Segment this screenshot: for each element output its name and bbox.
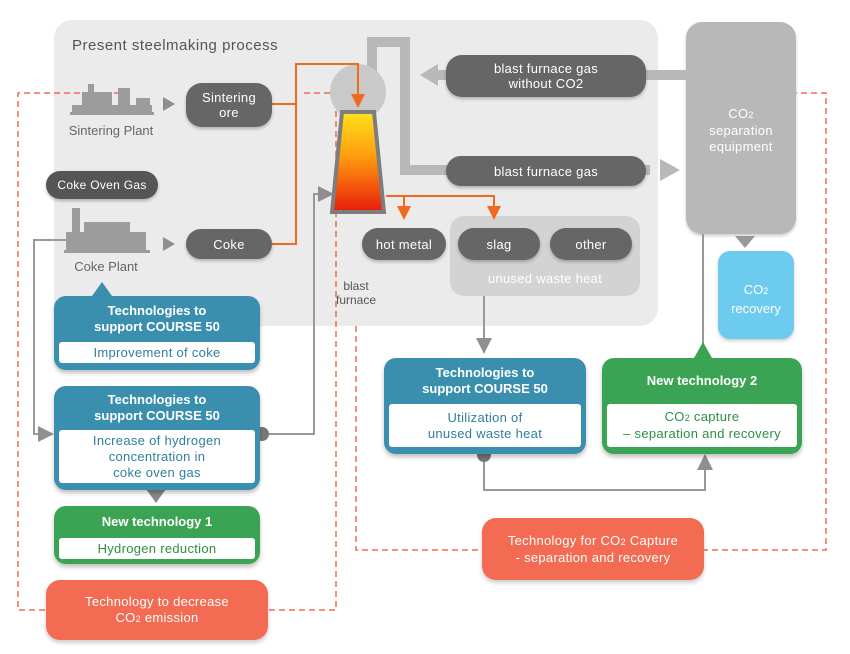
coke-pill: Coke: [186, 229, 272, 259]
capture-group-outline: [355, 92, 827, 551]
unused-waste-heat-label: unused waste heat: [487, 271, 603, 286]
bfg-arrowhead: [660, 159, 680, 181]
slag-pill: slag: [458, 228, 540, 260]
blast-furnace-label: blast furnace: [335, 279, 377, 307]
coke-plant-to-coke-arrow: [163, 237, 175, 251]
co2-recovery-label: CO2 recovery: [731, 282, 781, 316]
heat-to-capture-line: [483, 454, 713, 491]
co2-recovery-box: [718, 251, 794, 339]
sintering-ore-pill: Sintering ore: [186, 83, 272, 127]
co2-separation-label: CO2 separation equipment: [709, 106, 773, 154]
separation-to-recovery-arrowhead: [735, 236, 755, 248]
card-new-technology-1: New technology 1 Hydrogen reduction: [54, 506, 260, 564]
sintering-plant-icon: [70, 84, 154, 115]
ore-feed-line: [272, 63, 365, 108]
bfg-pill: blast furnace gas: [446, 156, 646, 186]
coke-oven-gas-pill: Coke Oven Gas: [46, 171, 158, 199]
panel-title: Present steelmaking process: [72, 37, 279, 54]
co2-capture-group-label: Technology for CO2 Capture - separation …: [482, 518, 704, 580]
card-unused-waste-heat: Technologies to support COURSE 50 Utiliz…: [384, 358, 586, 454]
co2-separation-equipment: [686, 22, 796, 234]
coke-plant-label: Coke Plant: [74, 259, 138, 274]
card-improvement-of-coke: Technologies to support COURSE 50 Improv…: [54, 296, 260, 370]
blast-furnace-body: [329, 110, 387, 214]
hot-metal-pill: hot metal: [362, 228, 446, 260]
sinter-to-ore-arrow: [163, 97, 175, 111]
bfg-return-arrowhead: [420, 64, 438, 86]
coke-plant-icon: [64, 208, 150, 253]
sintering-plant-label: Sintering Plant: [68, 123, 154, 138]
coke-feed-line: [272, 104, 297, 245]
coke-card-pointer: [92, 282, 112, 296]
bfg-without-co2-pill: blast furnace gas without CO2: [446, 55, 646, 97]
hydrogen-to-newtech1-pointer: [146, 489, 166, 503]
card-new-technology-2: New technology 2 CO2 capture – separatio…: [602, 358, 802, 454]
other-pill: other: [550, 228, 632, 260]
tap-line: [386, 195, 501, 220]
hydrogen-to-furnace-line: [262, 186, 334, 435]
card-hydrogen-concentration: Technologies to support COURSE 50 Increa…: [54, 386, 260, 490]
capture-up-arrowhead: [694, 342, 712, 358]
decrease-co2-group-label: Technology to decrease CO2 emission: [46, 580, 268, 640]
decrease-group-outline: [17, 92, 337, 611]
coke-gas-loop-line: [33, 239, 66, 442]
